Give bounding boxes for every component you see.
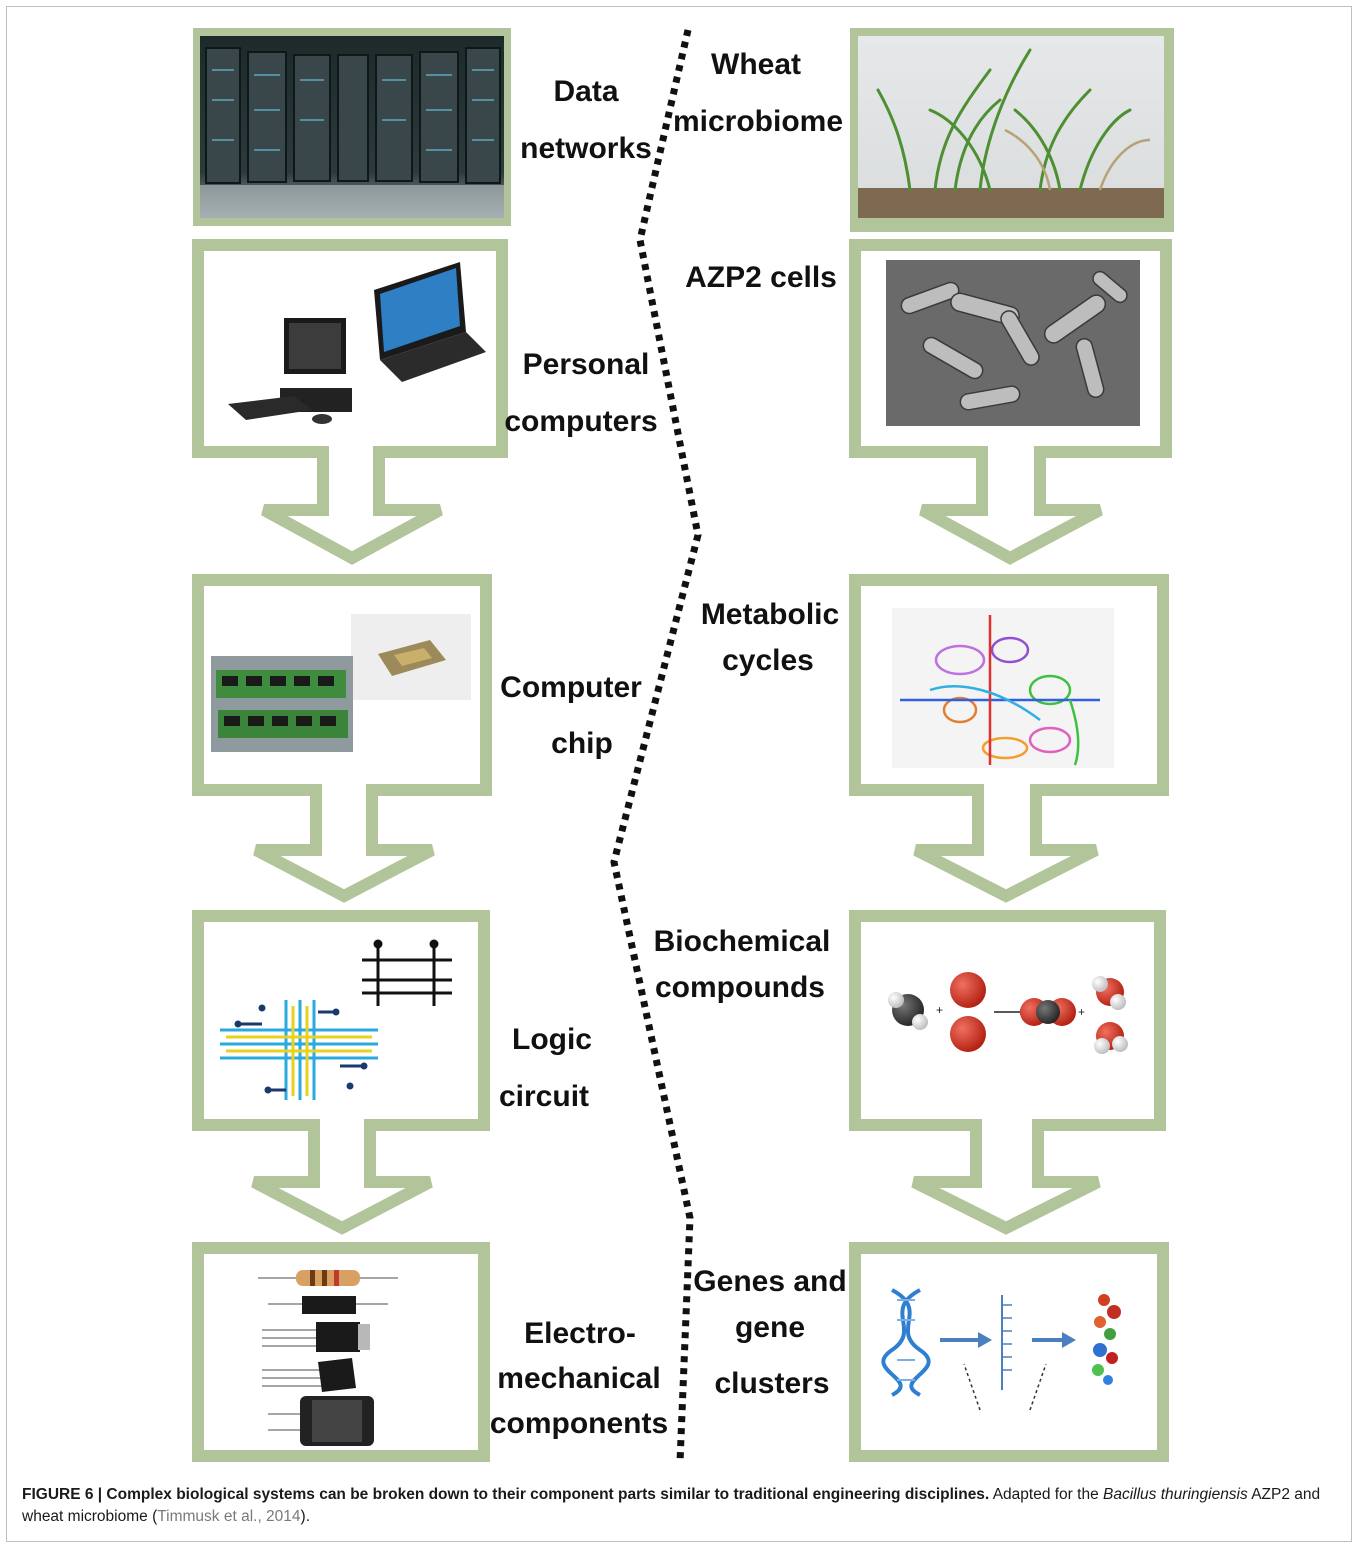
svg-text:+: + [936,1003,943,1017]
label-personal-computers-2: computers [504,405,657,438]
metabolic-cycles-box [849,574,1169,903]
caption-text-1: Adapted for the [989,1486,1104,1503]
label-wheat-microbiome-1: Wheat [711,48,801,81]
figure-diagram: Data networks Personal computers Compute… [192,28,1174,1463]
electromechanical-box [192,1242,490,1462]
caption-text-2: AZP2 and wheat microbiome ( [22,1486,1321,1525]
label-genes-1: Genes and [693,1265,846,1298]
label-computer-chip-2: chip [551,727,613,760]
genes-box [849,1242,1169,1462]
label-genes-2: gene [735,1311,805,1344]
azp2-cells-box [849,239,1172,565]
biochemical-compounds-box: + + [849,910,1166,1235]
label-electromechanical-3: components [490,1407,668,1440]
computer-chip-box [192,574,492,903]
label-computer-chip-1: Computer [500,671,642,704]
figure-caption: FIGURE 6 | Complex biological systems ca… [22,1484,1336,1528]
figure-frame [6,6,1352,1542]
label-data-networks-2: networks [520,132,652,165]
caption-reference-link[interactable]: Timmusk et al., 2014 [157,1508,301,1525]
caption-text-3: ). [300,1508,311,1525]
label-electromechanical-1: Electro- [524,1317,636,1350]
label-data-networks-1: Data [553,75,618,108]
logic-circuit-box [192,910,490,1235]
label-biochemical-compounds-2: compounds [655,971,825,1004]
dotted-divider [610,29,702,1463]
svg-text:+: + [1078,1005,1085,1019]
label-logic-circuit-2: circuit [499,1080,589,1113]
label-wheat-microbiome-2: microbiome [673,105,843,138]
label-azp2-cells: AZP2 cells [685,261,837,294]
label-metabolic-cycles-1: Metabolic [701,598,839,631]
label-electromechanical-2: mechanical [497,1362,660,1395]
caption-species: Bacillus thuringiensis [1103,1486,1248,1503]
data-center-image [193,28,511,226]
label-biochemical-compounds-1: Biochemical [654,925,831,958]
label-personal-computers-1: Personal [523,348,650,381]
label-metabolic-cycles-2: cycles [722,644,814,677]
wheat-image [850,28,1174,232]
label-genes-3: clusters [714,1367,829,1400]
caption-figure-label: FIGURE 6 | Complex biological systems ca… [22,1486,990,1503]
label-logic-circuit-1: Logic [512,1023,592,1056]
personal-computers-box [192,239,508,565]
